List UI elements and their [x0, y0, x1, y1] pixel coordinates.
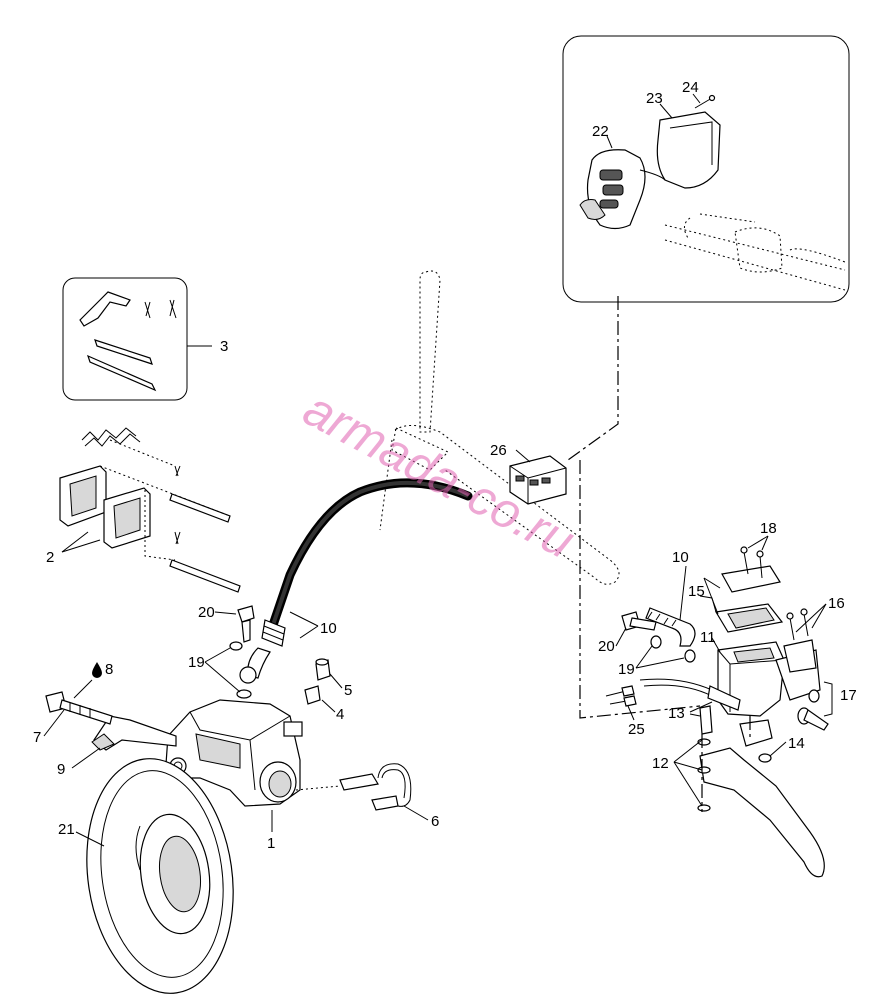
callout-23: 23: [646, 90, 663, 107]
callout-20-left: 20: [198, 604, 215, 621]
master-cylinder: [579, 460, 833, 878]
callout-18: 18: [760, 520, 777, 537]
callout-20-right: 20: [598, 638, 615, 655]
callout-13: 13: [668, 705, 685, 722]
callout-25: 25: [628, 721, 645, 738]
callout-9: 9: [57, 761, 65, 778]
callout-24: 24: [682, 79, 699, 96]
callout-2: 2: [46, 549, 54, 566]
switch-housing-inset: [562, 35, 850, 303]
callout-4: 4: [336, 706, 344, 723]
callout-22: 22: [592, 123, 609, 140]
callout-5: 5: [344, 682, 352, 699]
brake-pads: [59, 427, 241, 593]
callout-1: 1: [267, 835, 275, 852]
callout-8: 8: [105, 661, 113, 678]
callout-15: 15: [688, 583, 705, 600]
callout-3: 3: [220, 338, 228, 355]
connector: [509, 449, 567, 505]
callout-21: 21: [58, 821, 75, 838]
callout-16: 16: [828, 595, 845, 612]
callout-10-hose-left: 10: [320, 620, 337, 637]
callout-6: 6: [431, 813, 439, 830]
callout-10-hose-right: 10: [672, 549, 689, 566]
callout-7: 7: [33, 729, 41, 746]
callout-14: 14: [788, 735, 805, 752]
callout-17: 17: [840, 687, 857, 704]
callout-19-right: 19: [618, 661, 635, 678]
callout-26: 26: [490, 442, 507, 459]
brake-hose: [204, 478, 473, 699]
callout-11: 11: [700, 629, 716, 646]
callout-labels: 1 2 3 4 5 6 7 8 9 10 10 11 12 13 14 15 1…: [33, 79, 857, 852]
callout-19-left: 19: [188, 654, 205, 671]
drop-icon: [92, 662, 102, 678]
tool-kit-box: [62, 277, 212, 401]
brake-disc: [75, 758, 234, 994]
callout-12: 12: [652, 755, 669, 772]
